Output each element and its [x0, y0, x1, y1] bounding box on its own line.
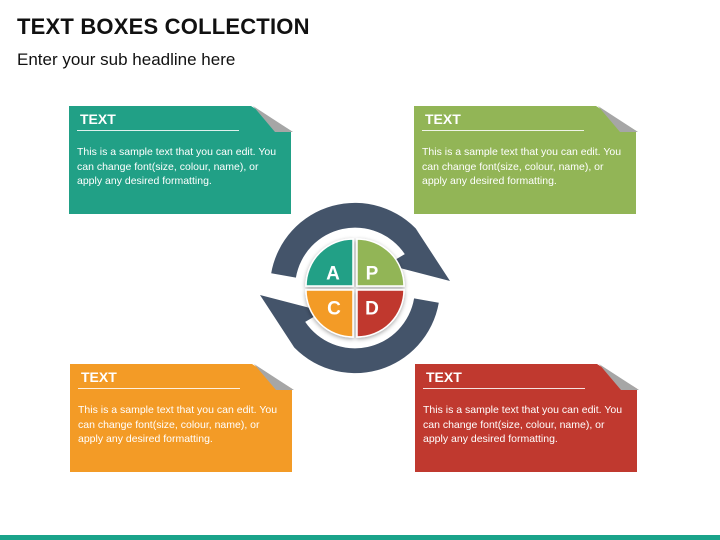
- text-card-bottom-left[interactable]: TEXT This is a sample text that you can …: [70, 364, 294, 472]
- segment-label-c: C: [327, 299, 341, 320]
- text-card-top-right[interactable]: TEXT This is a sample text that you can …: [414, 106, 638, 214]
- card-divider: [77, 130, 239, 131]
- pie-segment-c: [305, 289, 354, 338]
- card-body-text: This is a sample text that you can edit.…: [422, 146, 622, 187]
- text-card-top-left[interactable]: TEXT This is a sample text that you can …: [69, 106, 293, 214]
- pie-segment-d: [356, 289, 405, 338]
- cycle-arrow-bottom: [260, 295, 439, 374]
- segment-label-a: A: [326, 264, 340, 285]
- card-heading: TEXT: [425, 111, 461, 127]
- card-divider: [423, 388, 585, 389]
- card-heading: TEXT: [426, 369, 462, 385]
- text-card-bottom-right[interactable]: TEXT This is a sample text that you can …: [415, 364, 639, 472]
- pie-segment-p: [356, 238, 405, 287]
- page-fold-icon: [252, 364, 294, 390]
- card-body-text: This is a sample text that you can edit.…: [78, 404, 278, 445]
- footer-bar: [0, 535, 720, 540]
- card-heading: TEXT: [81, 369, 117, 385]
- card-body-text: This is a sample text that you can edit.…: [77, 146, 277, 187]
- page-fold-icon: [597, 364, 639, 390]
- slide-subtitle: Enter your sub headline here: [17, 50, 236, 69]
- card-divider: [422, 130, 584, 131]
- cycle-arrow-top: [271, 202, 450, 281]
- page-fold-icon: [596, 106, 638, 132]
- page-fold-icon: [251, 106, 293, 132]
- card-body-text: This is a sample text that you can edit.…: [423, 404, 623, 445]
- segment-label-p: P: [366, 264, 379, 285]
- card-divider: [78, 388, 240, 389]
- cycle-diagram: A P C D: [260, 202, 450, 374]
- pie-segment-a: [305, 238, 354, 287]
- cycle-arrows: [260, 202, 450, 374]
- slide-title: TEXT BOXES COLLECTION: [17, 14, 310, 39]
- card-heading: TEXT: [80, 111, 116, 127]
- segment-label-d: D: [365, 299, 379, 320]
